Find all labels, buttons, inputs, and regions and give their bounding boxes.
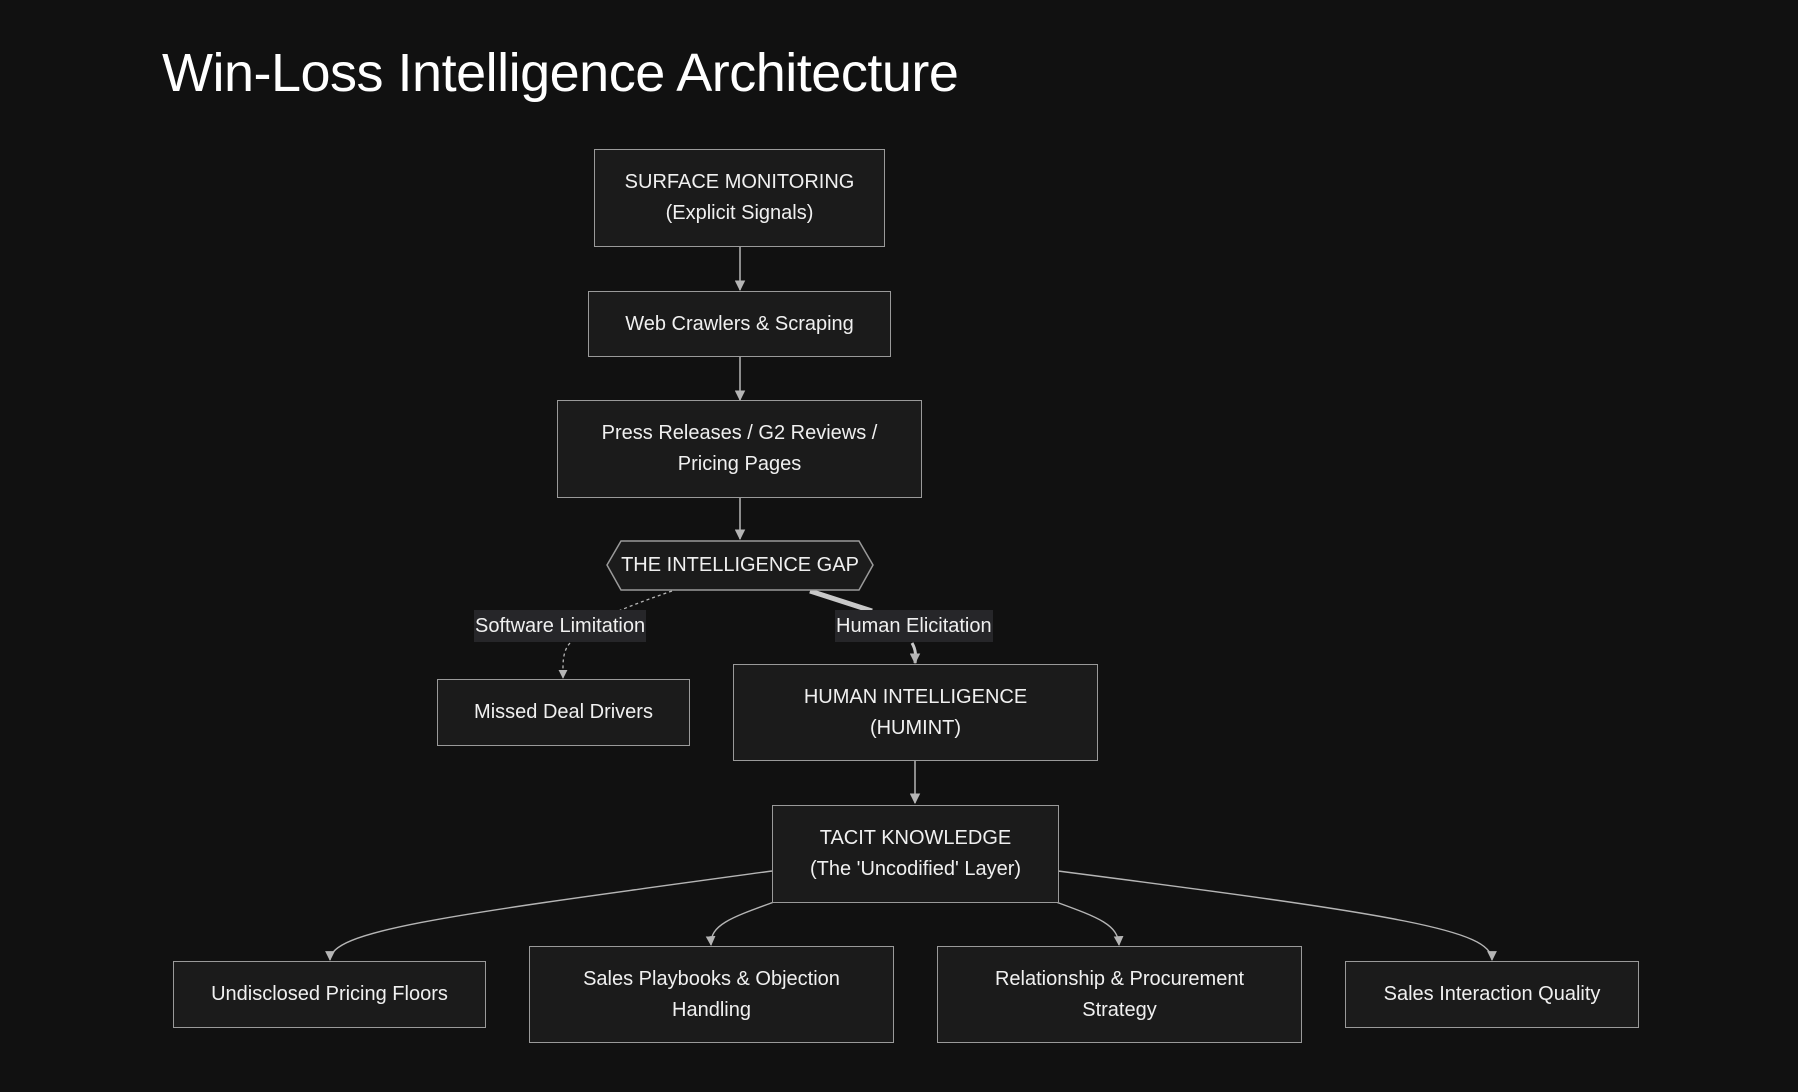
- edge-tacit-to-interaction: [1057, 870, 1497, 961]
- intelligence-gap-hexagon: [606, 540, 874, 591]
- node-surface-monitoring-line1: SURFACE MONITORING: [624, 171, 855, 193]
- node-relationship-procurement[interactable]: Relationship & Procurement Strategy: [937, 946, 1302, 1043]
- node-relationship-procurement-line2: Strategy: [1082, 998, 1157, 1021]
- page-title: Win-Loss Intelligence Architecture: [162, 43, 959, 103]
- node-intelligence-gap[interactable]: THE INTELLIGENCE GAP: [621, 554, 859, 576]
- node-press-releases-line1: Press Releases / G2 Reviews /: [601, 422, 878, 444]
- node-web-crawlers[interactable]: Web Crawlers & Scraping: [588, 291, 891, 357]
- node-undisclosed-pricing-floors[interactable]: Undisclosed Pricing Floors: [173, 961, 486, 1028]
- edge-gap-to-missed-tail: [558, 642, 571, 679]
- node-missed-deal-drivers[interactable]: Missed Deal Drivers: [437, 679, 690, 746]
- node-relationship-procurement-line1: Relationship & Procurement: [994, 967, 1244, 990]
- node-sales-interaction-quality-line1: Sales Interaction Quality: [1383, 983, 1601, 1005]
- node-sales-playbooks[interactable]: Sales Playbooks & Objection Handling: [529, 946, 894, 1043]
- node-surface-monitoring-line2: (Explicit Signals): [665, 202, 814, 224]
- edge-tacit-to-relationship: [1055, 901, 1124, 946]
- node-tacit-knowledge[interactable]: TACIT KNOWLEDGE (The 'Uncodified' Layer): [772, 805, 1059, 903]
- edge-label-human-elicitation: Human Elicitation: [835, 610, 993, 642]
- node-press-releases[interactable]: Press Releases / G2 Reviews / Pricing Pa…: [557, 400, 922, 498]
- node-missed-deal-drivers-line1: Missed Deal Drivers: [474, 701, 653, 723]
- node-human-intelligence-line2: (HUMINT): [869, 716, 962, 739]
- node-undisclosed-pricing-floors-line1: Undisclosed Pricing Floors: [211, 983, 448, 1005]
- node-tacit-knowledge-line1: TACIT KNOWLEDGE: [819, 827, 1012, 849]
- edge-tacit-to-playbooks: [705, 901, 775, 946]
- edge-label-software-limitation: Software Limitation: [474, 610, 647, 642]
- node-sales-interaction-quality[interactable]: Sales Interaction Quality: [1345, 961, 1639, 1028]
- node-human-intelligence[interactable]: HUMAN INTELLIGENCE (HUMINT): [733, 664, 1098, 761]
- node-sales-playbooks-line2: Handling: [672, 998, 751, 1021]
- node-web-crawlers-line1: Web Crawlers & Scraping: [625, 312, 854, 335]
- node-human-intelligence-line1: HUMAN INTELLIGENCE: [803, 685, 1028, 708]
- node-tacit-knowledge-line2: (The 'Uncodified' Layer): [809, 858, 1022, 880]
- node-press-releases-line2: Pricing Pages: [677, 453, 802, 475]
- edge-tacit-to-pricing: [325, 870, 773, 961]
- node-sales-playbooks-line1: Sales Playbooks & Objection: [583, 967, 840, 990]
- node-surface-monitoring[interactable]: SURFACE MONITORING (Explicit Signals): [594, 149, 885, 247]
- edge-gap-to-humint: [809, 588, 873, 614]
